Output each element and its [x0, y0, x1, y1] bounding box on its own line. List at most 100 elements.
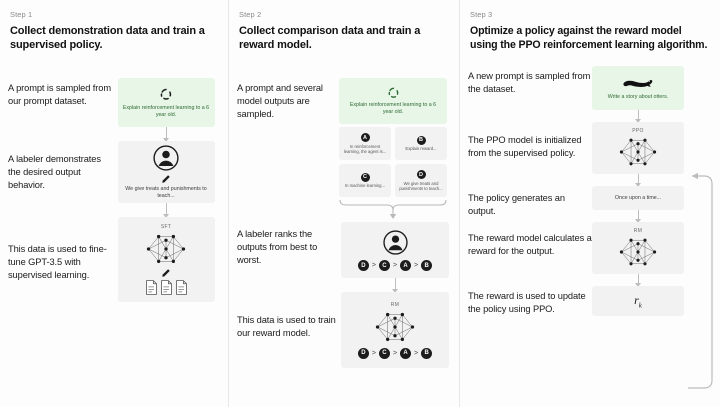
reward-value: rk: [634, 293, 642, 309]
document-icon: [175, 280, 187, 295]
rm-label: RM: [633, 227, 643, 234]
option-text: We give treats and punishments to teach.…: [399, 180, 443, 191]
rank-item: A: [400, 347, 412, 359]
arrow-down: [392, 278, 398, 293]
neural-network-icon: [619, 138, 657, 165]
step-3-caption-2: The PPO model is initialized from the su…: [468, 135, 582, 158]
recycle-loop-icon: [160, 88, 172, 100]
rank-item: B: [421, 347, 433, 359]
output-option: B Explain reward...: [395, 127, 447, 160]
rm-model-box: RM: [341, 292, 449, 368]
step-2-visual-2: D > C > A > B: [341, 222, 449, 293]
labeler-ranking-box: D > C > A > B: [341, 222, 449, 278]
step-2-column: Step 2 Collect comparison data and train…: [228, 0, 459, 407]
step-3-visual-3: Once upon a time...: [592, 186, 684, 223]
step-1-row-2: A labeler demonstrates the desired outpu…: [8, 141, 218, 218]
output-option: C In machine learning...: [339, 164, 391, 197]
labeler-box-text: We give treats and punishments to teach.…: [125, 186, 207, 199]
arrow-down: [635, 210, 641, 223]
prompt-box: Explain reinforcement learning to a 6 ye…: [117, 78, 215, 127]
arrow-down: [635, 274, 641, 287]
document-icons: [145, 280, 188, 295]
option-text: In reinforcement learning, the agent is.…: [343, 143, 387, 154]
step-2-visual-3: RM: [341, 292, 449, 368]
step-1-caption-3: This data is used to fine-tune GPT-3.5 w…: [8, 244, 107, 280]
rank-separator: >: [392, 349, 398, 357]
sft-model-box: SFT: [117, 217, 215, 302]
document-icon: [160, 280, 172, 295]
neural-network-icon: [146, 234, 186, 264]
step-1-visual-3: SFT: [114, 217, 218, 302]
rm-model-box: RM: [592, 222, 684, 274]
option-letter: A: [360, 133, 370, 143]
ppo-feedback-loop-arrow: [688, 172, 713, 389]
step-1-visual-2: We give treats and punishments to teach.…: [114, 141, 218, 218]
arrow-down: [163, 127, 169, 142]
step-1-label: Step 1: [10, 10, 33, 19]
step-3-row-5: The reward is used to update the policy …: [468, 286, 710, 316]
prompt-box-text: Write a story about otters.: [607, 93, 669, 100]
step-3-row-3: The policy generates an output. Once upo…: [468, 186, 710, 223]
step-2-label: Step 2: [239, 10, 262, 19]
ranking-row: D > C > A > B: [357, 347, 433, 359]
step-1-row-1: A prompt is sampled from our prompt data…: [8, 78, 218, 142]
step-1-column: Step 1 Collect demonstration data and tr…: [0, 0, 228, 407]
step-3-visual-5: rk: [592, 286, 684, 316]
option-letter: B: [416, 135, 426, 145]
neural-network-icon: [375, 312, 415, 341]
neural-network-icon: [619, 238, 657, 265]
merge-brace-arrow: [339, 199, 447, 219]
reward-symbol: r: [634, 292, 639, 307]
step-3-caption-5: The reward is used to update the policy …: [468, 291, 586, 314]
sft-label: SFT: [160, 224, 172, 230]
step-3-label: Step 3: [470, 10, 493, 19]
step-2-row-1: A prompt and several model outputs are s…: [237, 78, 449, 220]
step-3-caption-1: A new prompt is sampled from the dataset…: [468, 71, 591, 94]
step-1-caption-2: A labeler demonstrates the desired outpu…: [8, 154, 101, 190]
step-3-row-1: A new prompt is sampled from the dataset…: [468, 66, 710, 123]
ppo-model-box: PPO: [592, 122, 684, 174]
step-2-row-3: This data is used to train our reward mo…: [237, 292, 449, 368]
step-2-visual-1: Explain reinforcement learning to a 6 ye…: [337, 78, 449, 220]
prompt-box: Write a story about otters.: [592, 66, 684, 110]
rank-separator: >: [371, 262, 376, 269]
ppo-label: PPO: [632, 127, 644, 134]
option-text: In machine learning...: [344, 183, 386, 189]
document-icon: [145, 280, 157, 295]
step-1-visual-1: Explain reinforcement learning to a 6 ye…: [114, 78, 218, 142]
step-3-caption-3: The policy generates an output.: [468, 193, 565, 216]
step-1-caption-1: A prompt is sampled from our prompt data…: [8, 83, 112, 106]
step-3-row-4: The reward model calculates a reward for…: [468, 222, 710, 287]
generated-output-box: Once upon a time...: [592, 186, 684, 210]
rm-label: RM: [390, 301, 400, 308]
reward-value-box: rk: [592, 286, 684, 316]
option-letter: C: [360, 172, 370, 182]
step-3-title: Optimize a policy against the reward mod…: [470, 25, 708, 51]
arrow-down: [635, 110, 641, 123]
step-1-title: Collect demonstration data and train a s…: [10, 25, 205, 51]
labeler-person-icon: [382, 230, 408, 255]
rank-separator: >: [392, 262, 398, 269]
rank-separator: >: [414, 262, 419, 269]
step-2-caption-2: A labeler ranks the outputs from best to…: [237, 229, 318, 265]
rank-item: D: [357, 347, 369, 359]
step-2-title: Collect comparison data and train a rewa…: [239, 25, 421, 51]
option-letter: D: [416, 170, 426, 180]
arrow-down: [635, 174, 641, 187]
step-1-row-3: This data is used to fine-tune GPT-3.5 w…: [8, 217, 218, 302]
rank-item: D: [357, 260, 369, 271]
rank-item: C: [378, 347, 390, 359]
model-outputs-grid: A In reinforcement learning, the agent i…: [339, 127, 447, 197]
option-text: Explain reward...: [405, 146, 437, 152]
pencil-icon: [162, 175, 170, 183]
output-option: D We give treats and punishments to teac…: [395, 164, 447, 197]
otter-icon: [623, 79, 653, 87]
prompt-box-text: Explain reinforcement learning to a 6 ye…: [349, 102, 437, 115]
rank-item: A: [400, 260, 412, 271]
step-2-caption-3: This data is used to train our reward mo…: [237, 315, 336, 338]
rank-item: B: [421, 260, 433, 271]
step-3-visual-4: RM: [592, 222, 684, 287]
reward-subscript: k: [638, 301, 642, 310]
step-2-caption-1: A prompt and several model outputs are s…: [237, 83, 323, 119]
